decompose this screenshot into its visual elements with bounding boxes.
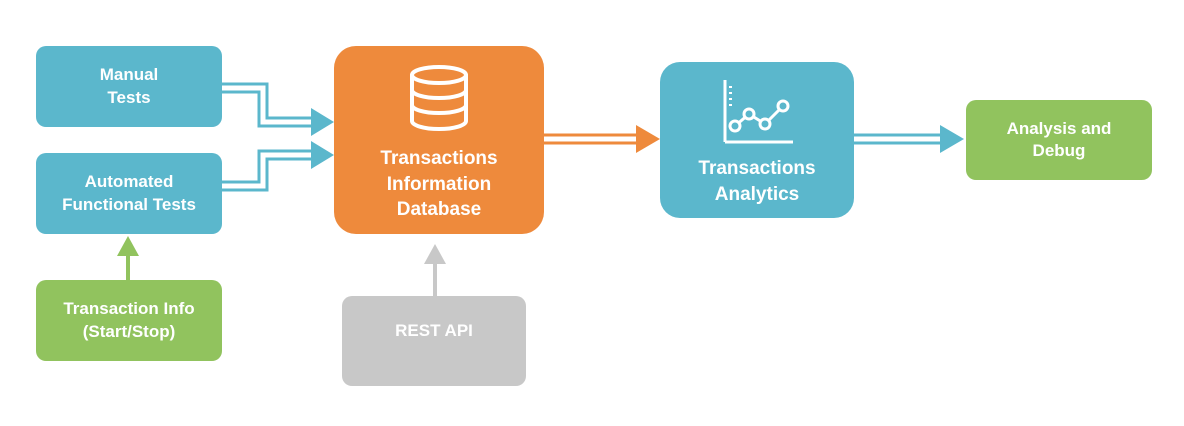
arrowhead-rest-api [424,244,446,264]
automated-tests-line2: Functional Tests [62,194,196,214]
line-chart-icon [723,80,793,144]
analytics-line1: Transactions [698,158,816,179]
analysis-line2: Debug [1032,141,1086,160]
automated-tests-line1: Automated [84,172,174,192]
manual-tests-line2: Tests [107,87,151,107]
manual-tests-box: Manual Tests [36,46,222,127]
rest-api-label: REST API [395,321,473,340]
automated-functional-tests-box: Automated Functional Tests [36,153,222,234]
arrow-database-to-analytics [544,133,638,145]
arrowhead-database [636,125,660,153]
arrow-automated-to-database [222,149,312,192]
transaction-info-line1: Transaction Info [63,299,195,319]
transaction-info-line2: (Start/Stop) [82,321,176,341]
database-line1: Transactions [380,148,498,169]
analysis-line1: Analysis and [1006,118,1112,138]
analytics-line2: Analytics [714,183,800,205]
database-line2: Information [386,173,492,195]
manual-tests-line1: Manual [99,65,159,85]
transaction-info-box: Transaction Info (Start/Stop) [36,280,222,361]
transactions-analytics-box: Transactions Analytics [660,62,854,218]
database-icon [410,65,468,131]
arrowhead-automated [311,141,334,169]
arrowhead-manual [311,108,334,136]
arrow-manual-to-database [222,82,312,128]
analysis-debug-box: Analysis and Debug [966,100,1152,180]
arrow-analytics-to-analysis [854,133,942,145]
arrowhead-analytics [940,125,964,153]
transactions-database-box: Transactions Information Database [334,46,544,234]
rest-api-box: REST API [342,296,526,386]
arrowhead-transaction-info [117,236,139,256]
database-line3: Database [396,199,482,221]
